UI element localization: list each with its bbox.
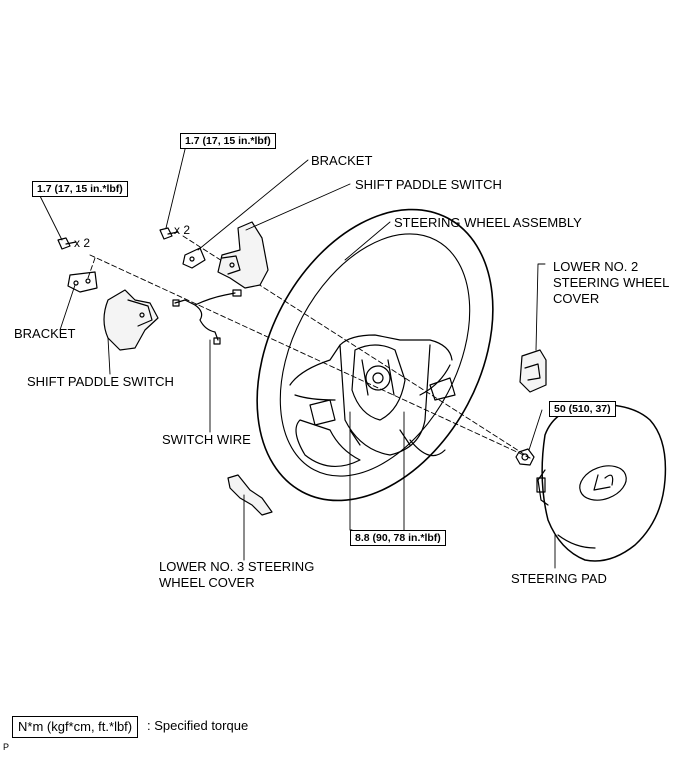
steering-pad: [536, 403, 667, 562]
torque-box-right-bracket: 1.7 (17, 15 in.*lbf): [180, 133, 276, 149]
quantity-left: x 2: [74, 236, 91, 250]
label-shift-paddle-switch-right: SHIFT PADDLE SWITCH: [355, 177, 502, 192]
assembly-axis-lines: [87, 235, 531, 459]
lower-no3-cover: [227, 474, 273, 516]
leader-lines: [37, 140, 556, 569]
label-shift-paddle-switch-left: SHIFT PADDLE SWITCH: [27, 374, 174, 389]
left-shift-paddle-switch: [103, 289, 159, 351]
pad-nut: [515, 448, 535, 466]
steering-wheel-assembly: [256, 208, 494, 502]
torque-box-left-bracket: 1.7 (17, 15 in.*lbf): [32, 181, 128, 197]
label-bracket-right: BRACKET: [311, 153, 373, 168]
quantity-right: x 2: [174, 223, 191, 237]
label-steering-wheel-assembly: STEERING WHEEL ASSEMBLY: [394, 215, 582, 230]
right-shift-paddle-switch: [217, 221, 269, 289]
right-bolt: [159, 227, 179, 240]
left-bolt: [57, 237, 77, 250]
label-lower-no2-cover: LOWER NO. 2 STEERING WHEEL COVER: [553, 259, 669, 306]
figure-code: P: [3, 742, 10, 752]
right-bracket-parts: [182, 247, 206, 269]
label-bracket-left: BRACKET: [14, 326, 76, 341]
legend-description: : Specified torque: [147, 718, 249, 733]
lower-no2-cover: [519, 349, 547, 393]
torque-box-wheel-screws: 8.8 (90, 78 in.*lbf): [350, 530, 446, 546]
torque-box-pad-nut: 50 (510, 37): [549, 401, 616, 417]
switch-wire: [172, 289, 242, 345]
left-bracket-parts: [67, 271, 98, 293]
label-steering-pad: STEERING PAD: [511, 571, 607, 586]
label-switch-wire: SWITCH WIRE: [162, 432, 251, 447]
legend-unit-box: N*m (kgf*cm, ft.*lbf): [12, 716, 139, 738]
label-lower-no3-cover: LOWER NO. 3 STEERING WHEEL COVER: [159, 559, 315, 590]
